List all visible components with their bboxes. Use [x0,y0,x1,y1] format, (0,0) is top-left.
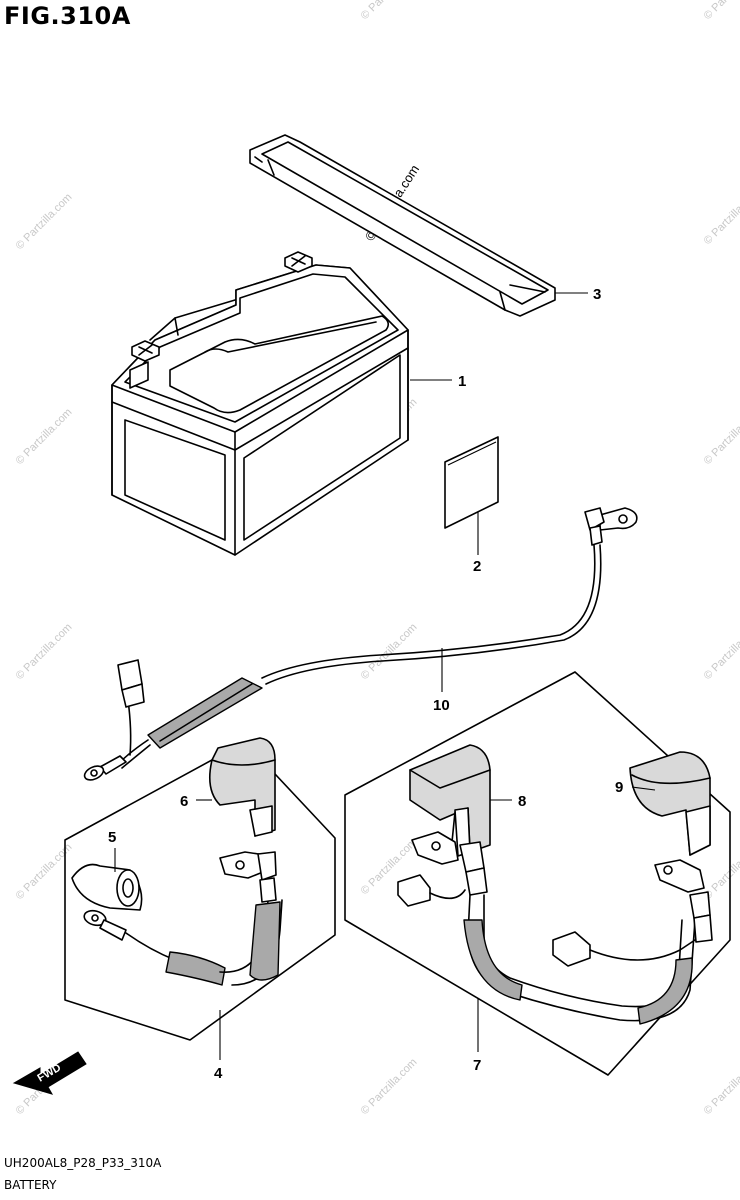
watermark-text: © Partzilla.com [702,406,740,467]
figure-title: FIG.310A [4,2,131,30]
kit-box-right [344,671,731,1076]
callout-6: 6 [180,793,188,810]
watermark-layer: © Partzilla.com © Partzilla.com © Partzi… [14,0,740,1117]
battery-strap [249,134,556,317]
watermark-text: © Partzilla.com [359,621,420,682]
figure-name: BATTERY [4,1178,57,1192]
callout-1: 1 [458,373,466,390]
callout-2: 2 [473,558,481,575]
callout-numbers: 1 2 3 4 5 6 7 8 9 10 [108,286,623,1082]
watermark-text: © Partzilla.com [14,191,75,252]
battery [111,251,409,556]
watermark-text: © Partzilla.com [359,1056,420,1117]
callout-7: 7 [473,1057,481,1074]
ground-lead-wire [83,507,638,781]
leader-lines [114,292,656,1060]
callout-3: 3 [593,286,601,303]
leader-9 [631,786,656,791]
callout-5: 5 [108,829,116,846]
watermark-text: © Partzilla.com [14,621,75,682]
callout-10: 10 [433,697,450,714]
watermark-text: © Partzilla.com [702,621,740,682]
forward-arrow: FWD [12,1051,87,1095]
terminal-cover-positive [409,744,491,857]
callout-8: 8 [518,793,526,810]
callout-9: 9 [615,779,623,796]
terminal-cover [209,737,276,837]
figure-code: UH200AL8_P28_P33_310A [4,1156,162,1170]
watermark-text: © Partzilla.com [702,186,740,247]
watermark-text: © Partzilla.com [14,406,75,467]
callout-4: 4 [214,1065,223,1082]
cable-boot [71,863,143,911]
watermark-text: © Partzilla.com [702,1056,740,1117]
label-card [444,436,499,529]
negative-cable-assembly [83,851,283,986]
watermark-text: © Partzilla.com [702,0,740,22]
watermark-text: © Partzilla.com [359,0,420,22]
positive-cable-assembly [397,831,713,1025]
terminal-cover-relay [629,751,711,856]
